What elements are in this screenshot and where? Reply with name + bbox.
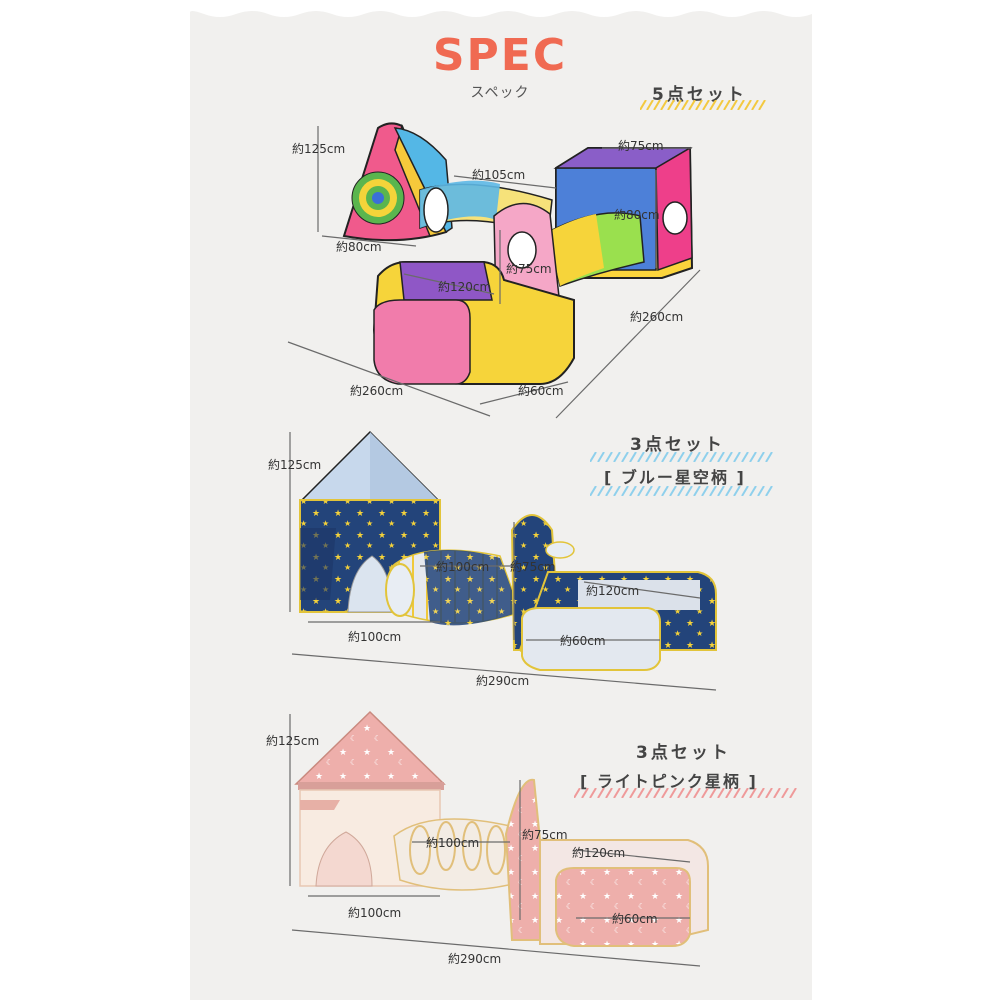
set-2-dim-height: 約125cm (268, 458, 322, 472)
set-3-dim-tunnel: 約100cm (426, 836, 480, 850)
set-2-hatch-top-decoration (590, 452, 773, 462)
set-3-dim-pool-long: 約120cm (572, 846, 626, 860)
set-1-dim-basket: 約75cm (506, 262, 552, 276)
set-2-dim-pool-short: 約60cm (560, 634, 606, 648)
set-1-dim-total-side: 約260cm (630, 310, 684, 324)
set-1-dim-pool-short: 約60cm (518, 384, 564, 398)
set-3-label: 3点セット (636, 743, 731, 763)
set-2-dim-tunnel: 約100cm (436, 560, 490, 574)
set-1-dim-pool-long: 約120cm (438, 280, 492, 294)
set-3-dim-height: 約125cm (266, 734, 320, 748)
set-1-label: 5点セット (652, 85, 747, 105)
set-2-dim-base: 約100cm (348, 630, 402, 644)
set-2-dim-total: 約290cm (476, 674, 530, 688)
set-3-dim-total: 約290cm (448, 952, 502, 966)
set-1-hatch-decoration (640, 100, 766, 110)
set-3-sublabel: [ ライトピンク星柄 ] (580, 772, 758, 791)
page-subtitle: スペック (470, 85, 530, 101)
set-3-hatch-decoration (574, 788, 797, 798)
wavy-top-edge (190, 0, 812, 17)
set-1-dim-total-front: 約260cm (350, 384, 404, 398)
set-2-illustration (299, 430, 717, 671)
set-1-dim-cube-width: 約75cm (618, 139, 664, 153)
set-2-hatch-bottom-decoration (590, 486, 773, 496)
page-title: SPEC (432, 30, 568, 81)
set-2-dim-pool-long: 約120cm (586, 584, 640, 598)
set-3-dim-pool-short: 約60cm (612, 912, 658, 926)
set-2-dim-basket: 約75cm (510, 560, 556, 574)
set-1-dim-cube-height: 約80cm (614, 208, 660, 222)
set-1-dim-height: 約125cm (292, 142, 346, 156)
set-2-label: 3点セット (630, 435, 725, 455)
set-3-dim-base: 約100cm (348, 906, 402, 920)
set-2-sublabel: [ ブルー星空柄 ] (604, 468, 746, 487)
set-1-dim-base: 約80cm (336, 240, 382, 254)
set-3-illustration (294, 710, 709, 947)
set-3-dim-basket: 約75cm (522, 828, 568, 842)
set-1-dim-tunnel: 約105cm (472, 168, 526, 182)
dimension-lines (287, 126, 717, 967)
set-1-illustration (342, 122, 694, 385)
